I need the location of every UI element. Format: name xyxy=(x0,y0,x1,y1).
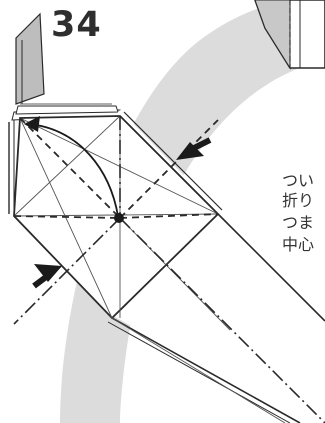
mountain-fold-lines xyxy=(13,116,325,423)
strip-upper-edge xyxy=(217,213,325,322)
push-arrow-lower-left xyxy=(32,264,62,289)
upright-flap xyxy=(15,12,45,105)
center-point xyxy=(114,213,124,223)
instruction-line-4: 中心 xyxy=(282,235,315,254)
valley-fold-lines xyxy=(13,117,219,219)
step-number: 34 xyxy=(51,5,102,45)
fold-motion-arrow xyxy=(29,123,119,217)
fold-arrow-head xyxy=(24,116,40,132)
instruction-line-1: つい xyxy=(282,171,315,190)
strip-lower-inner-edge xyxy=(107,321,291,423)
strip-lower-edge xyxy=(111,317,301,423)
instruction-line-2: 折り xyxy=(282,191,315,210)
instruction-line-3: つま xyxy=(282,213,315,232)
push-arrow-upper-right xyxy=(176,137,212,160)
upper-right-paper-corner xyxy=(254,0,325,70)
